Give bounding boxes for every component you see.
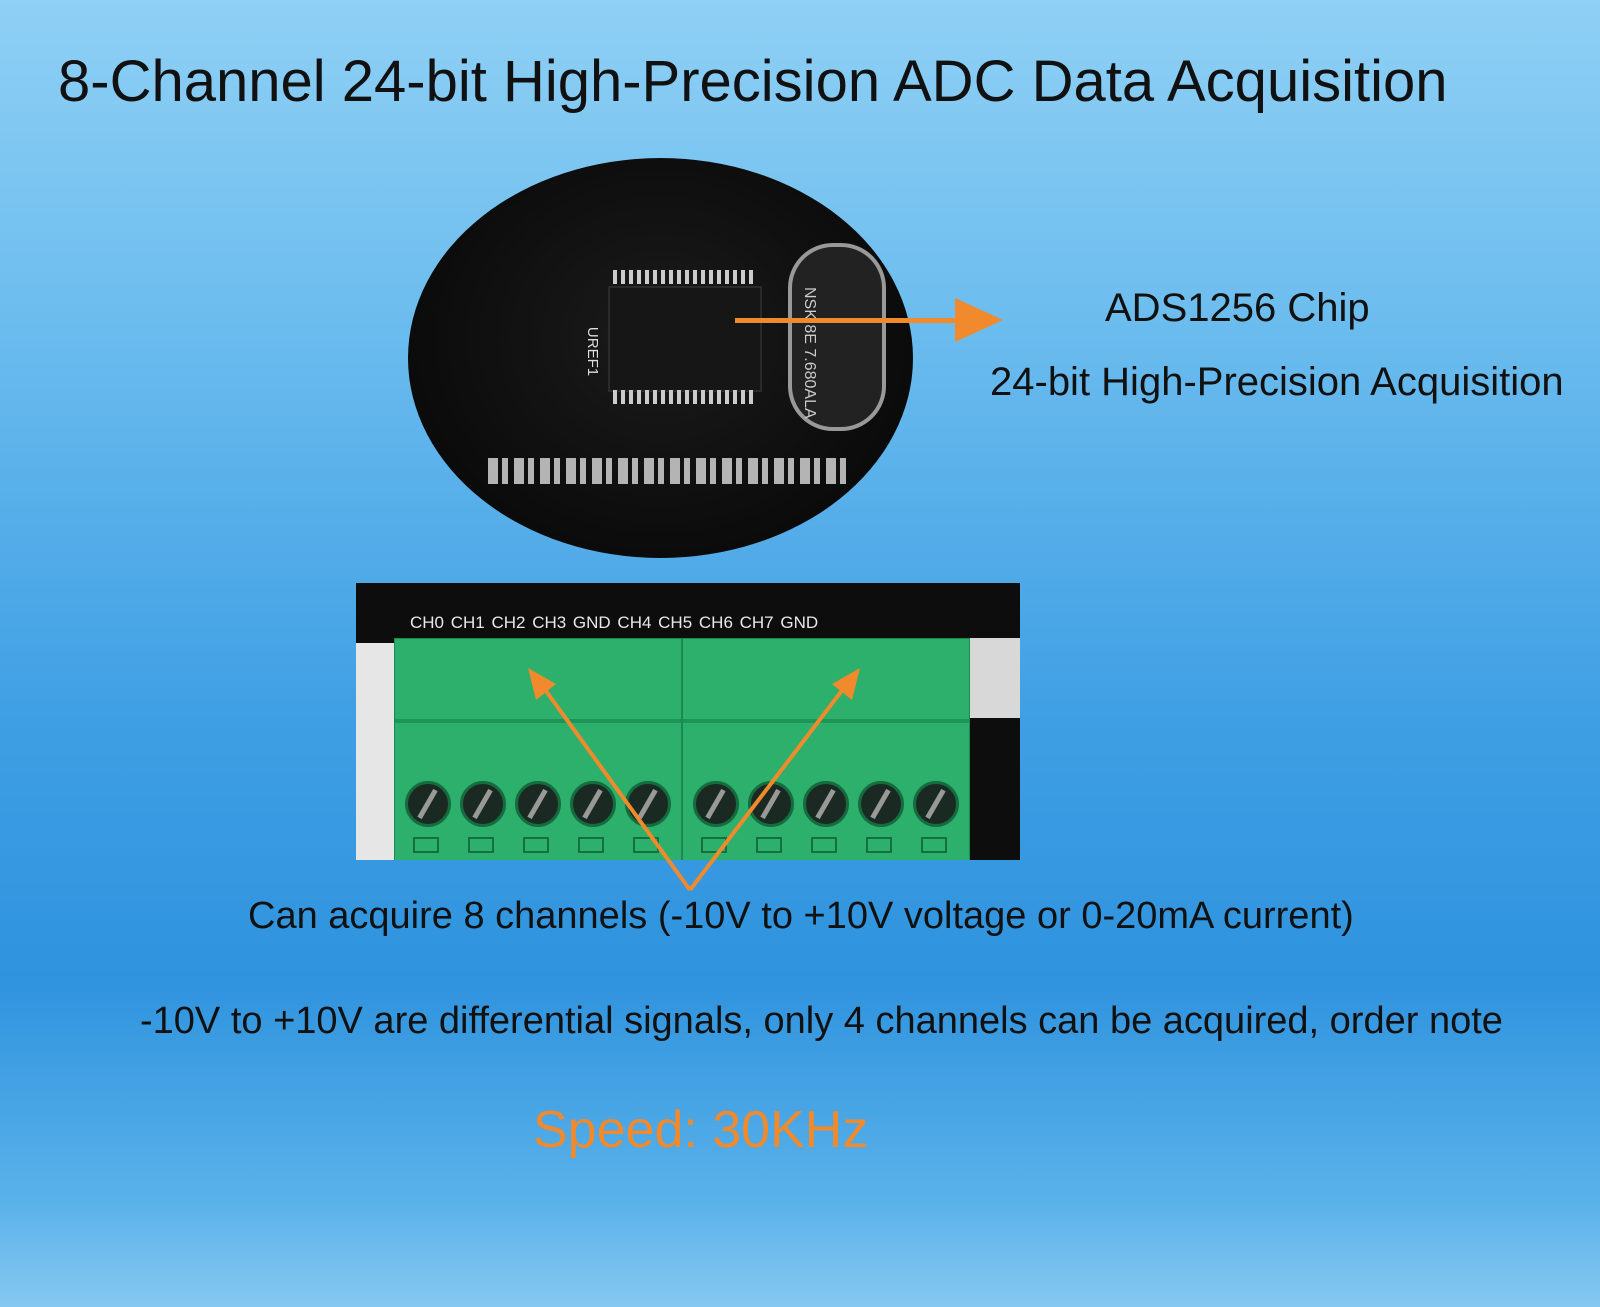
chip-arrow-head xyxy=(955,298,1003,342)
arrow-right xyxy=(688,678,852,892)
block-seam xyxy=(395,719,681,723)
wire-slot xyxy=(413,837,439,853)
screw-terminal xyxy=(693,781,739,827)
terminal-channel-labels: CH0 CH1 CH2 CH3 GND CH4 CH5 CH6 CH7 GND xyxy=(410,613,819,632)
page-title: 8-Channel 24-bit High-Precision ADC Data… xyxy=(58,49,1448,114)
screw-terminal xyxy=(570,781,616,827)
wire-slot xyxy=(578,837,604,853)
crystal-oscillator: NSK 8E 7.680ALA xyxy=(788,243,886,431)
resistor-row xyxy=(488,458,848,484)
wire-slot xyxy=(756,837,782,853)
housing-left xyxy=(356,643,396,860)
arrow-left xyxy=(536,678,692,892)
screw-terminal xyxy=(460,781,506,827)
screw-terminal xyxy=(803,781,849,827)
wire-slot xyxy=(866,837,892,853)
wire-slot xyxy=(811,837,837,853)
chip-pins-top xyxy=(613,270,753,284)
block-seam xyxy=(683,719,969,723)
channels-caption: Can acquire 8 channels (-10V to +10V vol… xyxy=(248,895,1354,937)
wire-slot xyxy=(523,837,549,853)
terminal-block-image: CH0 CH1 CH2 CH3 GND CH4 CH5 CH6 CH7 GND xyxy=(356,583,1020,860)
screw-terminal xyxy=(515,781,561,827)
housing-right xyxy=(970,638,1020,718)
speed-label: Speed: 30KHz xyxy=(533,1101,869,1159)
wire-slot xyxy=(921,837,947,853)
arrow-right-head xyxy=(832,668,860,700)
screw-terminal xyxy=(913,781,959,827)
screw-terminal xyxy=(858,781,904,827)
chip-arrow xyxy=(735,318,965,323)
screw-terminal xyxy=(625,781,671,827)
chip-description-label: 24-bit High-Precision Acquisition xyxy=(990,360,1564,404)
terminal-block-right xyxy=(682,638,970,860)
arrow-left-head xyxy=(528,668,556,700)
wire-slot xyxy=(468,837,494,853)
differential-note: -10V to +10V are differential signals, o… xyxy=(140,1000,1503,1042)
screw-terminal xyxy=(405,781,451,827)
adc-chip xyxy=(608,286,762,392)
chip-name-label: ADS1256 Chip xyxy=(1105,286,1370,330)
pcb-closeup-image: NSK 8E 7.680ALA UREF1 xyxy=(408,158,913,558)
chip-pins-bottom xyxy=(613,390,753,404)
